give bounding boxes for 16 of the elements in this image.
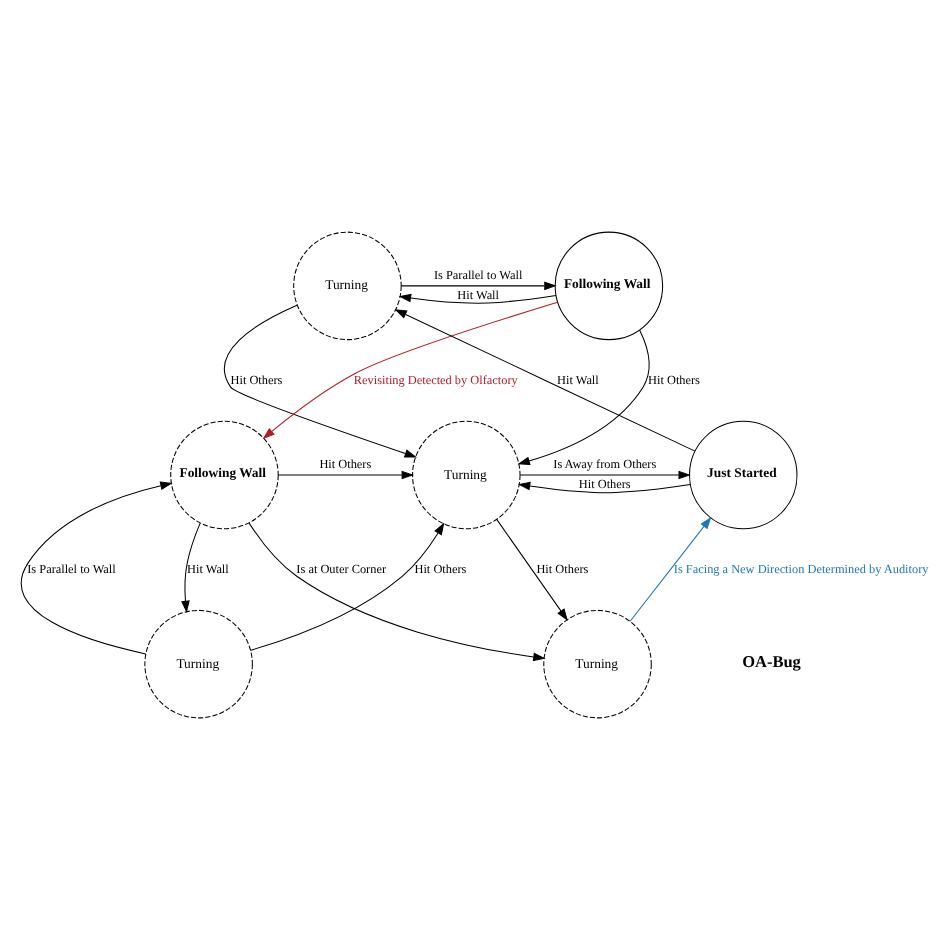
arrow xyxy=(496,517,568,620)
arrow xyxy=(517,480,691,493)
arrow xyxy=(400,280,557,290)
arrow xyxy=(248,521,546,661)
arrow xyxy=(223,303,417,457)
label: OA-Bug xyxy=(742,652,801,671)
arrow xyxy=(629,515,712,621)
arrow xyxy=(398,292,557,303)
arrow xyxy=(181,521,201,613)
arrow xyxy=(394,308,696,451)
arrow xyxy=(277,469,415,479)
arrow xyxy=(517,328,650,465)
arrow xyxy=(20,480,173,654)
arrow xyxy=(519,469,691,479)
arrow xyxy=(250,521,445,650)
arrow xyxy=(262,300,559,439)
